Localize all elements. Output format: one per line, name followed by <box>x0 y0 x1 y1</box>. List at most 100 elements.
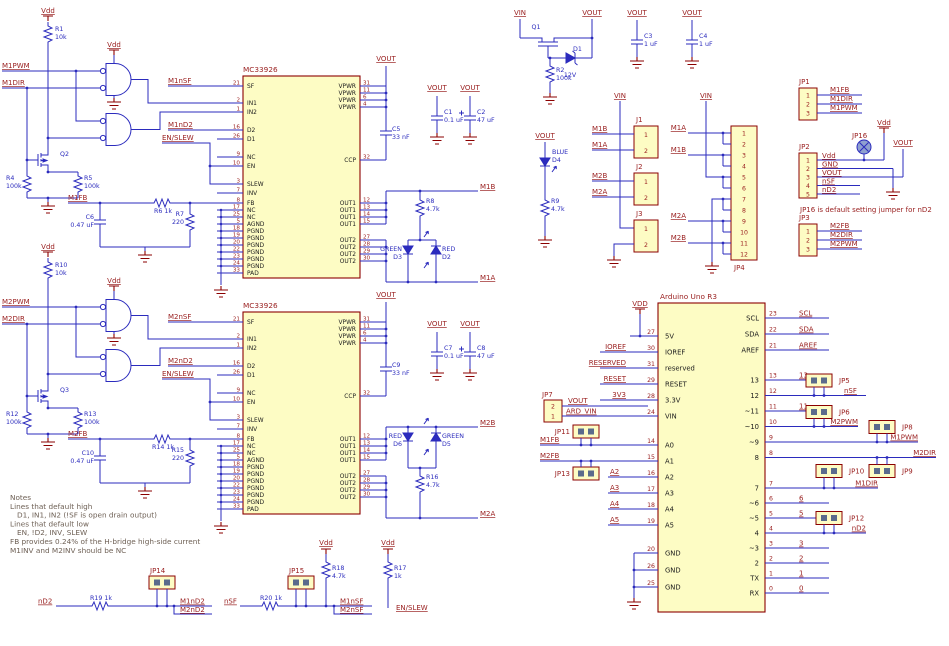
pin-name: FB <box>247 437 254 443</box>
mc33926-2: MC33926 M2nSF M2nD2 EN/SLEW VOUT C9 33 n… <box>68 291 495 533</box>
jp16-solder-jumper-icon <box>856 139 872 155</box>
pin-number: 16 <box>233 361 241 367</box>
pin-number: 8 <box>236 198 240 204</box>
jp14-ref: JP14 <box>149 567 166 575</box>
pin-name: D1 <box>247 137 256 143</box>
note-text: D1, IN1, IN2 (!SF is open drain output) <box>10 511 157 520</box>
pin-name: TX <box>749 575 759 583</box>
pin-number: 23 <box>233 490 241 496</box>
pin-number: 13 <box>769 373 777 380</box>
jp14-jumper <box>148 575 176 590</box>
pin-number: 15 <box>647 454 655 461</box>
pin-name: OUT1 <box>340 444 357 450</box>
vin-label: VIN <box>700 92 712 100</box>
pin-name: EN <box>247 164 255 170</box>
pin-number: 7 <box>769 481 773 488</box>
jp5-ref: JP5 <box>838 377 850 385</box>
pin-number: 23 <box>769 311 777 318</box>
pin-number: 15 <box>363 455 371 461</box>
pin-number: 2 <box>806 238 810 245</box>
pin-name: PGND <box>247 257 265 263</box>
pin-net: 3 <box>799 540 803 548</box>
pin-name: 8 <box>755 454 759 462</box>
pin-name: OUT1 <box>340 451 357 457</box>
m2fb-net: M2FB <box>830 222 850 230</box>
m2dir-net: M2DIR <box>913 449 936 457</box>
pin-name: D2 <box>247 364 256 370</box>
m1dir-net: M1DIR <box>830 95 853 103</box>
j1-pins: 12 <box>644 132 648 155</box>
c7-value: 0.1 uF <box>444 353 464 360</box>
pin-number: 1 <box>769 571 773 578</box>
pin-name: PGND <box>247 465 265 471</box>
m1dir-net: M1DIR <box>855 480 878 488</box>
m2pwm-net: M2PWM <box>2 298 30 306</box>
breakout-headers: JP1 123 M1FB M1DIR M1PWM JP16 Vdd JP2 12… <box>798 78 932 257</box>
pin-number: 21 <box>769 343 777 350</box>
pin-number: 22 <box>233 483 240 489</box>
pin-number: 4 <box>363 338 367 344</box>
pin-name: IN2 <box>247 110 257 116</box>
pin-name: OUT2 <box>340 252 357 258</box>
jp5-jumper <box>805 373 833 388</box>
pin-number: 33 <box>233 504 241 510</box>
pin-name: AGND <box>247 458 265 464</box>
pin-name: OUT1 <box>340 208 357 214</box>
r18-ref: R18 <box>332 565 344 572</box>
jp1-ref: JP1 <box>798 78 810 86</box>
c2-ref: C2 <box>477 109 485 116</box>
pin-number: 6 <box>769 496 773 503</box>
pin-name: VPWR <box>339 98 357 104</box>
d1-ref: D1 <box>573 46 582 53</box>
3v3-net: 3V3 <box>612 391 626 399</box>
pin-name: VPWR <box>339 327 357 333</box>
pin-number: 11 <box>363 324 371 330</box>
jp1-pins: 123 <box>806 93 810 118</box>
m2a-net: M2A <box>671 212 686 220</box>
pin-number: 4 <box>363 102 367 108</box>
pin-number: 18 <box>233 462 241 468</box>
pin-row: 6~66 <box>749 495 829 508</box>
pin-name: GND <box>665 550 681 558</box>
led-light-arrow-icon <box>422 448 431 456</box>
pin-number: 21 <box>233 81 241 87</box>
chip2-title: MC33926 <box>243 301 278 310</box>
pin-row: 88 <box>755 450 829 462</box>
j2-pins: 12 <box>644 179 648 202</box>
pin-name: D2 <box>247 128 256 134</box>
pin-row: 10~10 <box>745 419 829 431</box>
pin-number: 3 <box>742 153 746 160</box>
pin-number: 30 <box>647 345 655 352</box>
pin-name: IOREF <box>665 349 685 357</box>
pin-name: NC <box>247 451 256 457</box>
m2a-net: M2A <box>480 510 495 518</box>
pin-number: 2 <box>551 404 555 411</box>
nd2-net: nD2 <box>38 598 52 606</box>
pin-number: 24 <box>647 409 655 416</box>
vout-label: VOUT <box>535 132 555 140</box>
led-light-arrow-icon <box>422 261 431 269</box>
pin-number: 26 <box>233 134 241 140</box>
pin-net: 5 <box>799 510 803 518</box>
r8-ref: R8 <box>426 198 434 205</box>
j1-connector <box>633 125 659 159</box>
pin-number: 5 <box>769 511 773 518</box>
